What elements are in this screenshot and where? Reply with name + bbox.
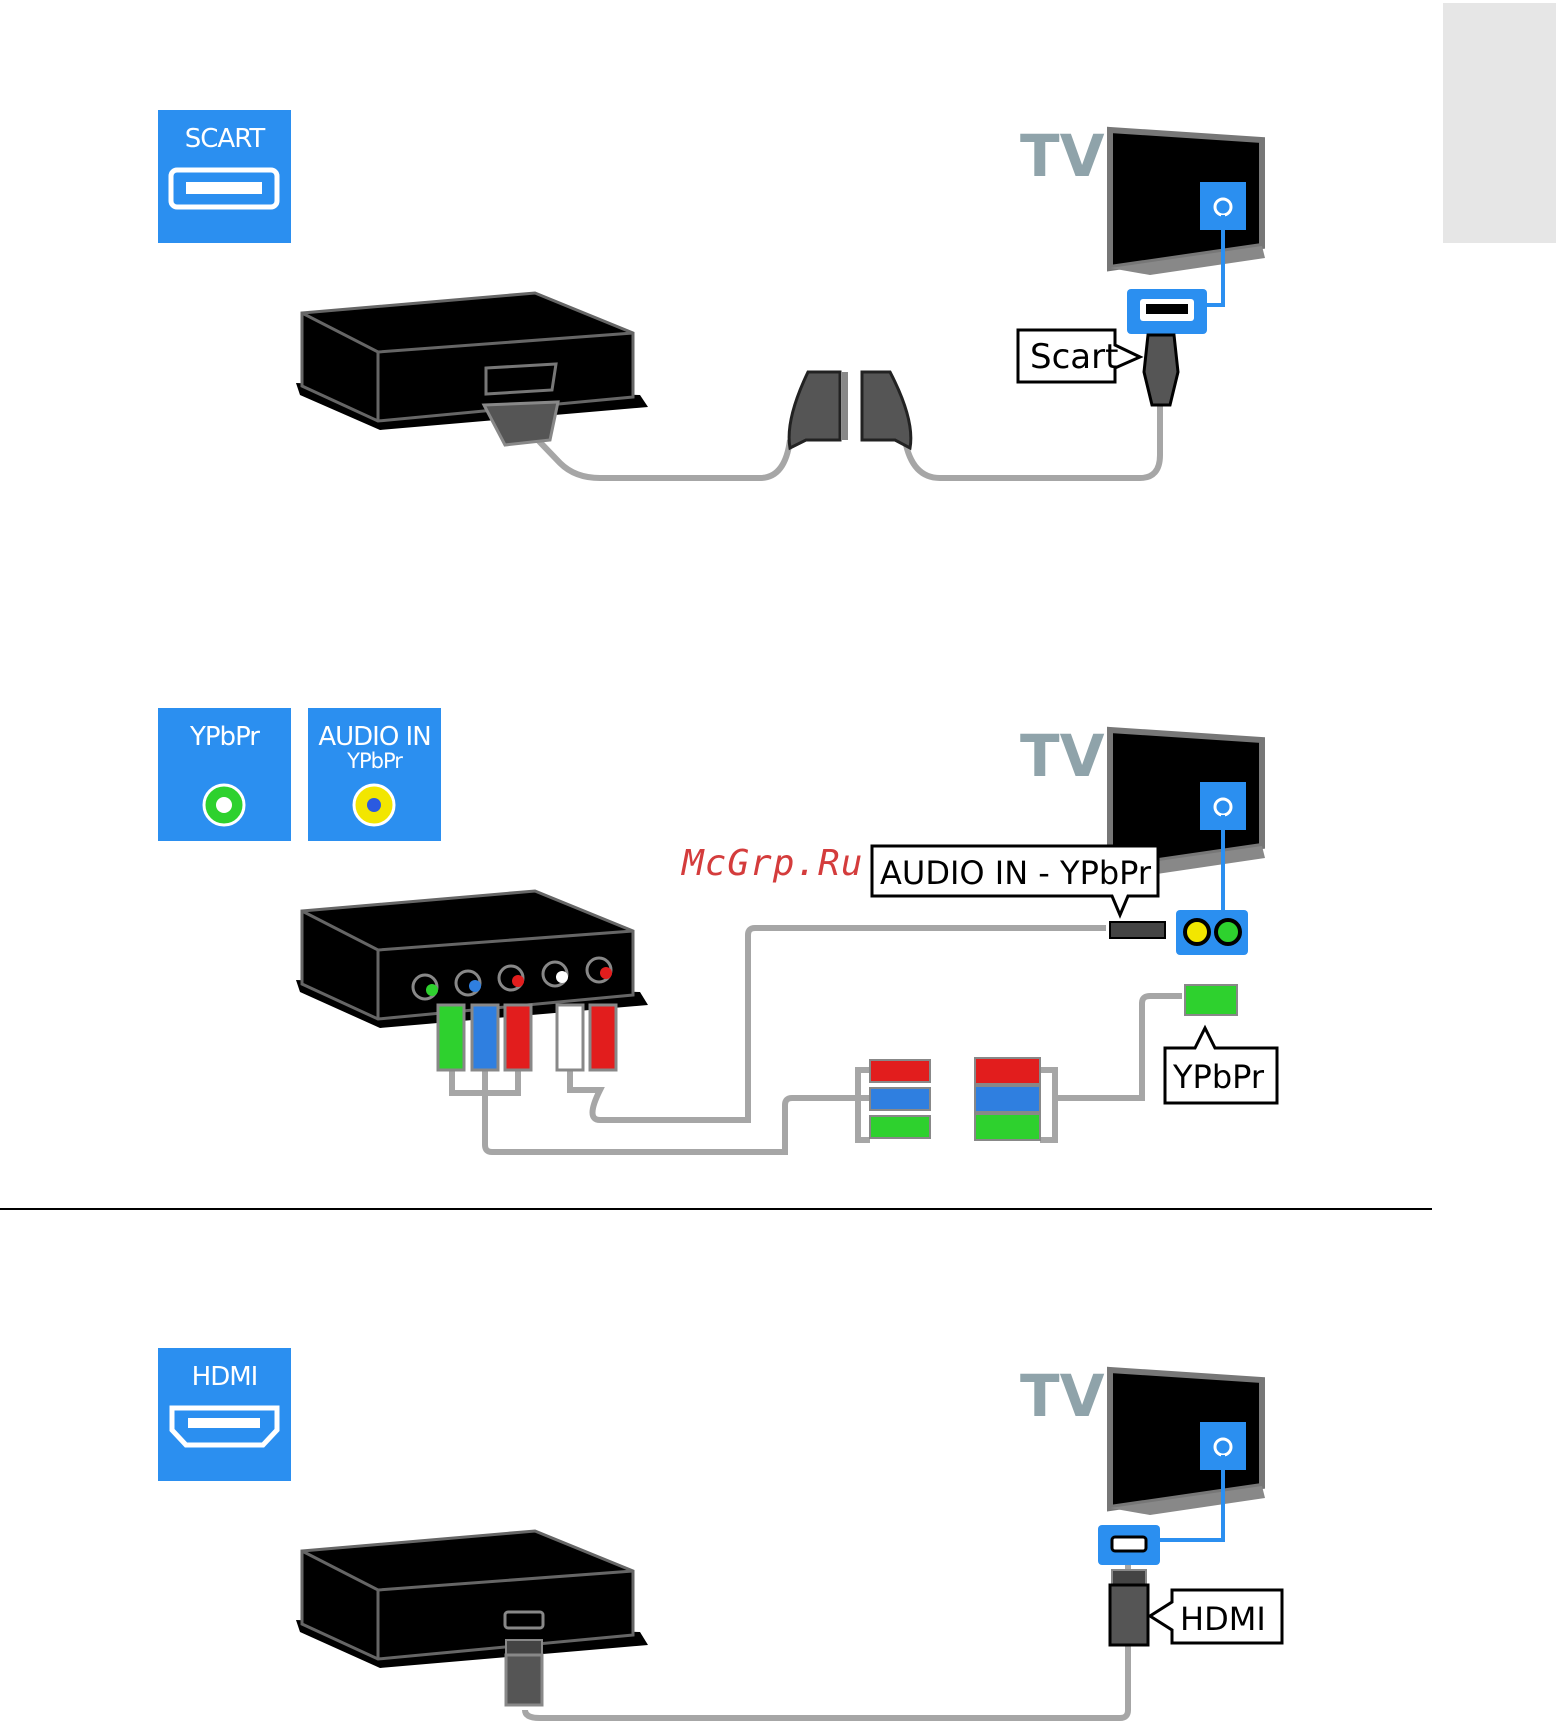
tv-icon xyxy=(1110,130,1265,405)
hdmi-plug-tv-end xyxy=(1110,1585,1148,1645)
component-video-cable xyxy=(485,1070,870,1152)
watermark-text: McGrp.Ru xyxy=(682,843,863,884)
hdmi-diagram-graphic: TV HDMI xyxy=(0,1240,1556,1735)
hdmi-callout: HDMI xyxy=(1150,1590,1282,1643)
scart-plug-tv-end xyxy=(1144,335,1178,405)
section-divider xyxy=(0,1208,1432,1210)
tv-label: TV xyxy=(1020,122,1105,190)
audio-in-ypbpr-callout: AUDIO IN - YPbPr xyxy=(872,846,1158,915)
ypbpr-diagram-graphic: TV AUDIO IN - YPbPr YPbPr xyxy=(0,600,1556,1200)
scart-plug-device-end xyxy=(484,402,558,445)
audio-in-ypbpr-callout-text: AUDIO IN - YPbPr xyxy=(880,854,1152,892)
ypbpr-callout-text: YPbPr xyxy=(1172,1058,1265,1096)
tv-label: TV xyxy=(1020,1362,1105,1430)
hdmi-callout-text: HDMI xyxy=(1180,1600,1266,1638)
hdmi-connection-diagram: HDMI TV HD xyxy=(0,1240,1556,1735)
ypbpr-connection-diagram: YPbPr AUDIO IN YPbPr xyxy=(0,600,1556,1200)
audio-jack-plug xyxy=(1110,922,1165,938)
scart-cable-right xyxy=(905,395,1160,478)
set-top-box xyxy=(296,293,648,445)
ypbpr-plug-tv-end xyxy=(1185,985,1237,1015)
scart-diagram-graphic: TV Scart xyxy=(0,0,1556,560)
hdmi-source-device xyxy=(296,1531,648,1705)
ypbpr-to-tv-cable xyxy=(1055,996,1182,1098)
scart-plug-pair xyxy=(789,372,911,448)
scart-connection-diagram: SCART xyxy=(0,0,1556,560)
scart-callout-text: Scart xyxy=(1030,337,1118,377)
hdmi-plug-device-end xyxy=(506,1655,542,1705)
rca-adapter-plugs xyxy=(870,1058,1040,1140)
scart-callout: Scart xyxy=(1018,330,1140,382)
device-rca-plugs xyxy=(438,1005,616,1070)
ypbpr-callout: YPbPr xyxy=(1165,1028,1277,1103)
tv-label: TV xyxy=(1020,722,1105,790)
scart-cable-left xyxy=(535,437,790,478)
